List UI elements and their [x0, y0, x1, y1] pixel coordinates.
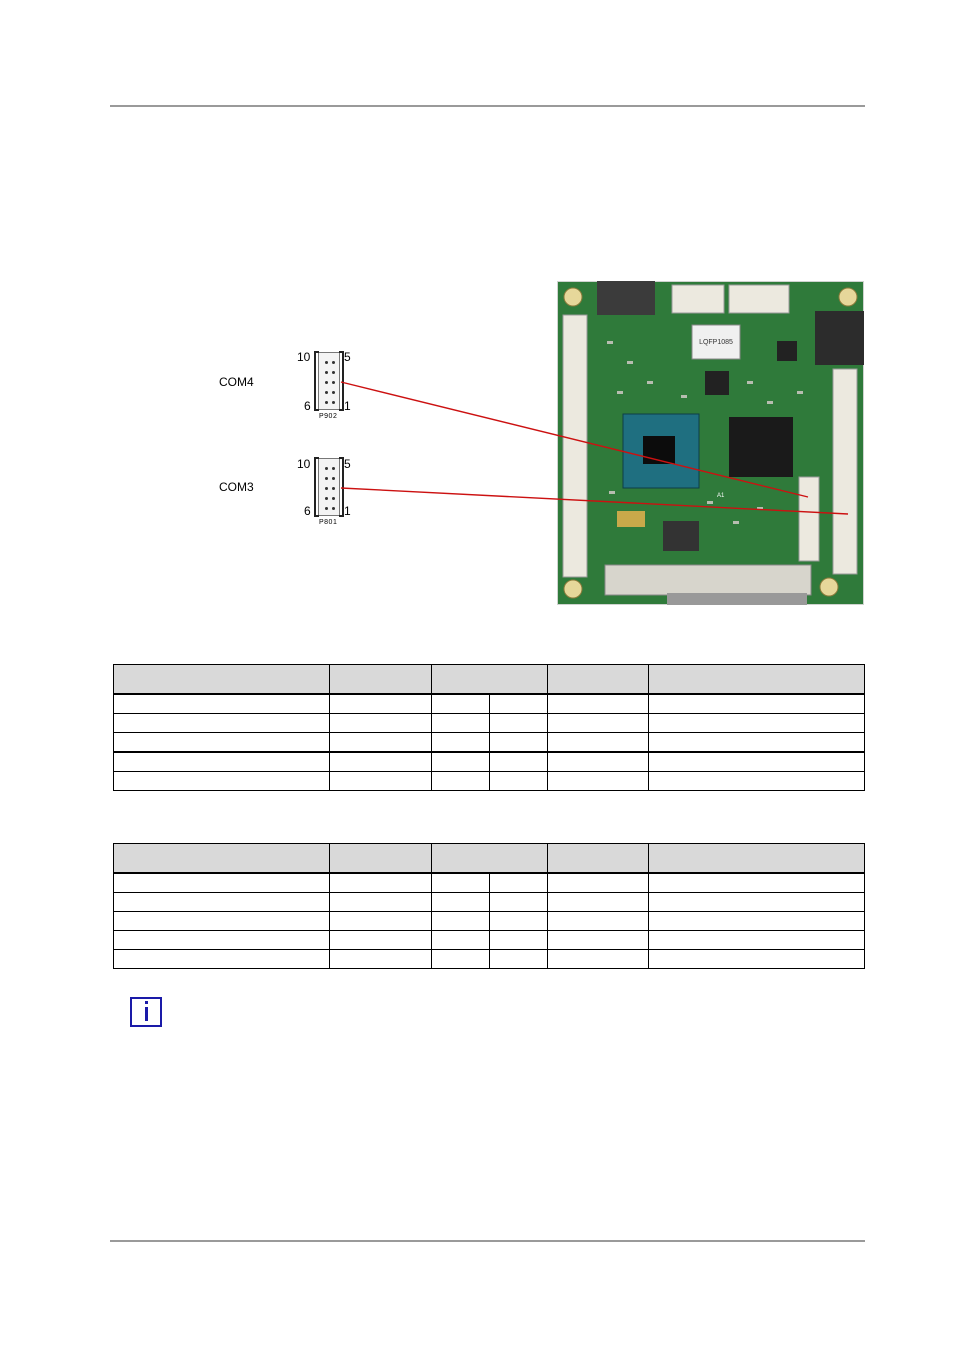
- header-cell: [114, 665, 330, 695]
- table-row: [114, 772, 865, 791]
- header-cell: [330, 665, 432, 695]
- table-row: [114, 912, 865, 931]
- header-cell: [432, 844, 548, 874]
- header-cell: [330, 844, 432, 874]
- header-cell: [114, 844, 330, 874]
- header-cell: [649, 665, 865, 695]
- header-cell: [548, 665, 649, 695]
- table-row: [114, 733, 865, 753]
- pinout-table-1: [113, 664, 865, 791]
- table-header-row: [114, 665, 865, 695]
- table-row: [114, 714, 865, 733]
- table-row: [114, 752, 865, 772]
- table-header-row: [114, 844, 865, 874]
- table-row: [114, 873, 865, 893]
- com3-leader-line: [341, 488, 848, 514]
- table-row: [114, 893, 865, 912]
- table-row: [114, 694, 865, 714]
- info-icon: [130, 997, 162, 1027]
- leader-lines: [0, 0, 954, 640]
- com4-leader-line: [341, 382, 808, 497]
- com-port-diagram: COM4 10 5 6 1 P902 COM3 10 5 6 1 P801: [0, 0, 954, 640]
- table-row: [114, 931, 865, 950]
- footer-rule: [110, 1240, 865, 1242]
- pinout-table-2: [113, 843, 865, 969]
- header-cell: [548, 844, 649, 874]
- header-cell: [649, 844, 865, 874]
- table-row: [114, 950, 865, 969]
- header-cell: [432, 665, 548, 695]
